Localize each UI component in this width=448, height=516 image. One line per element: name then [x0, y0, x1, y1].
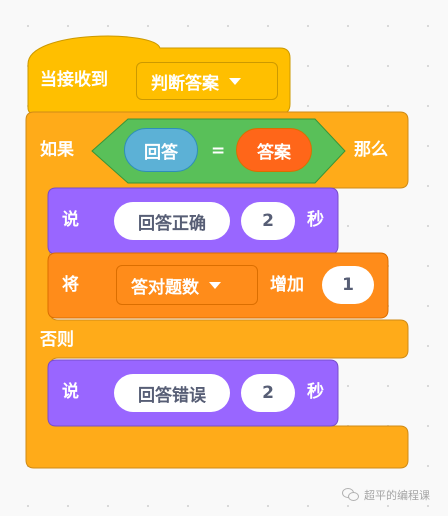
- variable-dropdown[interactable]: 答对题数: [116, 265, 258, 305]
- change-value-input[interactable]: 1: [322, 266, 374, 304]
- hat-block-label: 当接收到: [40, 70, 108, 90]
- then-label: 那么: [354, 140, 388, 160]
- else-label: 否则: [40, 330, 74, 350]
- message-dropdown-value: 判断答案: [151, 73, 219, 94]
- say-label: 说: [62, 210, 79, 230]
- variable-dropdown-value: 答对题数: [131, 277, 199, 298]
- equals-operator: =: [211, 141, 226, 161]
- say-label: 说: [62, 382, 79, 402]
- wechat-icon: [342, 488, 360, 502]
- say-text-input[interactable]: 回答正确: [114, 202, 230, 240]
- say-seconds-input[interactable]: 2: [241, 202, 295, 240]
- seconds-label: 秒: [307, 382, 324, 402]
- seconds-label: 秒: [307, 210, 324, 230]
- say-text-input[interactable]: 回答错误: [114, 374, 230, 412]
- set-label: 将: [62, 275, 79, 295]
- say-seconds-input[interactable]: 2: [241, 374, 295, 412]
- if-label: 如果: [40, 140, 74, 160]
- answer-reporter[interactable]: 回答: [124, 128, 198, 172]
- watermark-text: 超平的编程课: [364, 489, 430, 502]
- chevron-down-icon: [209, 281, 221, 289]
- message-dropdown[interactable]: 判断答案: [136, 62, 278, 100]
- watermark: 超平的编程课: [342, 484, 430, 506]
- chevron-down-icon: [229, 77, 241, 85]
- change-by-label: 增加: [270, 275, 304, 295]
- answer-variable-reporter[interactable]: 答案: [236, 128, 312, 172]
